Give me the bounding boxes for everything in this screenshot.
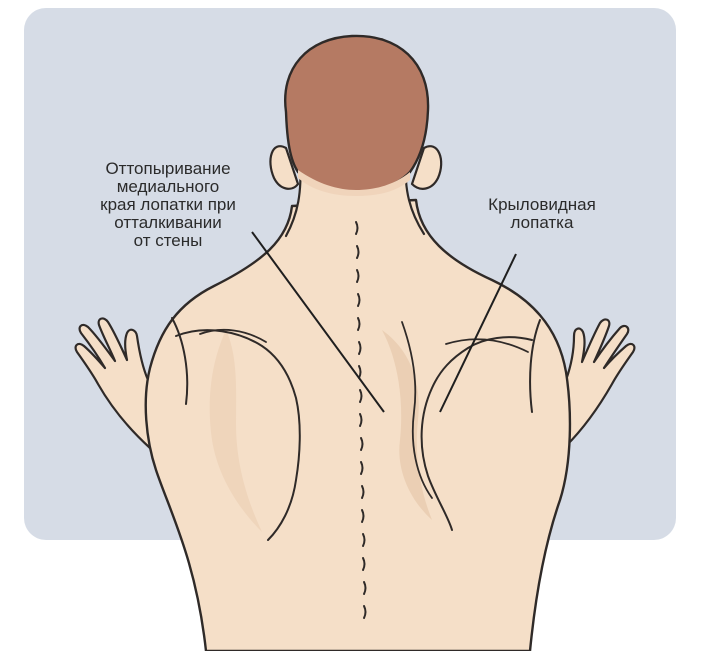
spine (355, 221, 367, 619)
left-ear (269, 145, 300, 190)
label-winged-scapula-line-2: лопатка (510, 213, 574, 232)
label-medial-border-line-1: Оттопыривание (105, 159, 231, 178)
right-ear (410, 145, 443, 190)
right-trapezius-line (445, 338, 529, 353)
left-scapula-shade (382, 330, 432, 520)
right-scapula-shade (209, 330, 262, 532)
left-arm-fold (171, 317, 189, 405)
hairline (298, 170, 410, 196)
leader-line-medial-border (251, 231, 385, 413)
label-medial-border-line-4: отталкивании (114, 213, 222, 232)
right-scapula-inner (401, 321, 433, 499)
label-winged-scapula-line-1: Крыловидная (488, 195, 596, 214)
leader-line-winged-scapula (439, 253, 517, 413)
label-winged-scapula: Крыловидная лопатка (462, 196, 622, 232)
right-hand (550, 318, 636, 448)
left-trapezius-line (199, 328, 267, 343)
label-medial-border-line-2: медиального (116, 177, 220, 196)
right-arm-fold (529, 319, 541, 413)
label-medial-border-line-5: от стены (133, 231, 203, 250)
left-hand (74, 317, 167, 450)
right-scapula-contour (420, 336, 533, 531)
label-medial-border: Оттопыривание медиального края лопатки п… (68, 160, 268, 250)
label-medial-border-line-3: края лопатки при (100, 195, 236, 214)
left-scapula-contour (175, 329, 301, 541)
head (283, 34, 430, 194)
